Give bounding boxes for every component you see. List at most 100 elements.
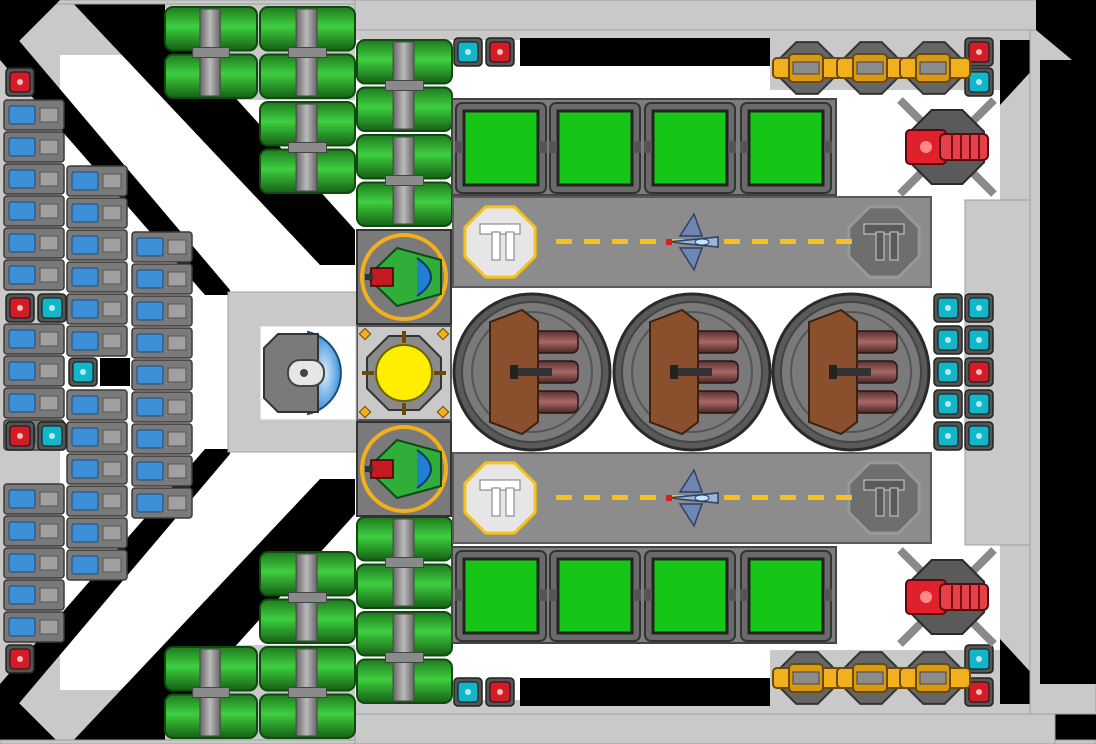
red-module-icon[interactable] [964, 37, 994, 67]
red-module-icon[interactable] [5, 644, 35, 674]
battery-cell-icon [66, 261, 128, 293]
battery-cell-icon [3, 323, 65, 355]
cyan-module-icon[interactable] [964, 389, 994, 419]
battery-cell-icon [3, 579, 65, 611]
railgun-turret-icon[interactable] [899, 41, 971, 95]
cyan-module-icon[interactable] [964, 67, 994, 97]
cyan-module-icon[interactable] [933, 293, 963, 323]
core-layer [259, 325, 452, 421]
cyan-module-icon[interactable] [37, 421, 67, 451]
railgun-turret-icon[interactable] [772, 651, 844, 705]
red-module-icon[interactable] [485, 37, 515, 67]
fuel-tank-icon[interactable] [259, 646, 356, 739]
bridge-dome-icon[interactable] [259, 325, 357, 421]
railgun-turret-icon[interactable] [836, 41, 908, 95]
battery-cell-icon [131, 263, 193, 295]
weapon-layer [356, 41, 997, 705]
hangar-layer [452, 196, 932, 544]
battery-cell-icon [3, 355, 65, 387]
battery-cell-icon [3, 131, 65, 163]
cargo-bay-icon[interactable] [644, 550, 736, 642]
cargo-bay-icon[interactable] [740, 102, 832, 194]
cyan-module-icon[interactable] [37, 293, 67, 323]
fuel-tank-icon[interactable] [259, 551, 356, 644]
fuel-tank-icon[interactable] [259, 101, 356, 194]
battery-cell-icon [3, 163, 65, 195]
red-module-icon[interactable] [5, 421, 35, 451]
cyan-module-icon[interactable] [453, 37, 483, 67]
battery-cell-icon [131, 455, 193, 487]
battery-cell-icon [3, 387, 65, 419]
hangar-tee-icon [463, 205, 537, 279]
battery-cell-icon [66, 517, 128, 549]
cargo-bay-icon[interactable] [740, 550, 832, 642]
battery-cell-icon [66, 421, 128, 453]
cyan-module-icon[interactable] [964, 644, 994, 674]
battery-layer [3, 99, 193, 643]
thruster-icon[interactable] [452, 292, 612, 452]
cyan-module-icon[interactable] [933, 389, 963, 419]
cyan-module-icon[interactable] [453, 677, 483, 707]
fighter-ship-icon[interactable] [666, 468, 719, 528]
cargo-bay-icon[interactable] [549, 102, 641, 194]
thruster-icon[interactable] [612, 292, 772, 452]
fuel-tank-icon[interactable] [164, 6, 258, 99]
red-module-icon[interactable] [964, 677, 994, 707]
red-module-icon[interactable] [5, 293, 35, 323]
node-layer [5, 37, 994, 707]
battery-cell-icon [66, 229, 128, 261]
hangar-tee-icon [847, 461, 921, 535]
red-module-icon[interactable] [964, 357, 994, 387]
thruster-icon[interactable] [771, 292, 931, 452]
cargo-bay-icon[interactable] [455, 550, 547, 642]
cyan-module-icon[interactable] [964, 293, 994, 323]
point-defense-turret-icon[interactable] [356, 421, 452, 517]
gatling-turret-icon[interactable] [897, 547, 997, 647]
battery-cell-icon [3, 227, 65, 259]
battery-cell-icon [66, 485, 128, 517]
fuel-tank-icon[interactable] [259, 6, 356, 99]
cyan-module-icon[interactable] [933, 325, 963, 355]
battery-cell-icon [131, 391, 193, 423]
cargo-bay-icon[interactable] [455, 102, 547, 194]
red-module-icon[interactable] [485, 677, 515, 707]
battery-cell-icon [3, 515, 65, 547]
hangar-bay[interactable] [452, 196, 932, 288]
battery-cell-icon [3, 259, 65, 291]
battery-cell-icon [131, 327, 193, 359]
battery-cell-icon [66, 197, 128, 229]
cyan-module-icon[interactable] [964, 325, 994, 355]
battery-cell-icon [3, 483, 65, 515]
cargo-layer [451, 98, 837, 644]
reactor-core-icon[interactable] [356, 325, 452, 421]
battery-cell-icon [66, 293, 128, 325]
fuel-tank-icon[interactable] [356, 516, 453, 609]
fuel-tank-icon[interactable] [164, 646, 258, 739]
battery-cell-icon [131, 423, 193, 455]
red-module-icon[interactable] [5, 67, 35, 97]
point-defense-turret-icon[interactable] [356, 229, 452, 325]
railgun-turret-icon[interactable] [772, 41, 844, 95]
cyan-module-icon[interactable] [933, 357, 963, 387]
battery-cell-icon [131, 231, 193, 263]
hangar-tee-icon [463, 461, 537, 535]
battery-cell-icon [66, 165, 128, 197]
hangar-tee-icon [847, 205, 921, 279]
battery-cell-icon [3, 99, 65, 131]
cyan-module-icon[interactable] [933, 421, 963, 451]
gatling-turret-icon[interactable] [897, 97, 997, 197]
railgun-turret-icon[interactable] [899, 651, 971, 705]
fuel-tank-icon[interactable] [356, 39, 453, 132]
battery-cell-icon [66, 325, 128, 357]
cargo-bay-icon[interactable] [549, 550, 641, 642]
fuel-tank-icon[interactable] [356, 134, 453, 227]
cargo-bay-icon[interactable] [644, 102, 736, 194]
hangar-bay[interactable] [452, 452, 932, 544]
fuel-tank-layer [164, 6, 453, 739]
battery-cell-icon [3, 547, 65, 579]
cyan-module-icon[interactable] [964, 421, 994, 451]
cyan-module-icon[interactable] [68, 357, 98, 387]
battery-cell-icon [3, 611, 65, 643]
fighter-ship-icon[interactable] [666, 212, 719, 272]
